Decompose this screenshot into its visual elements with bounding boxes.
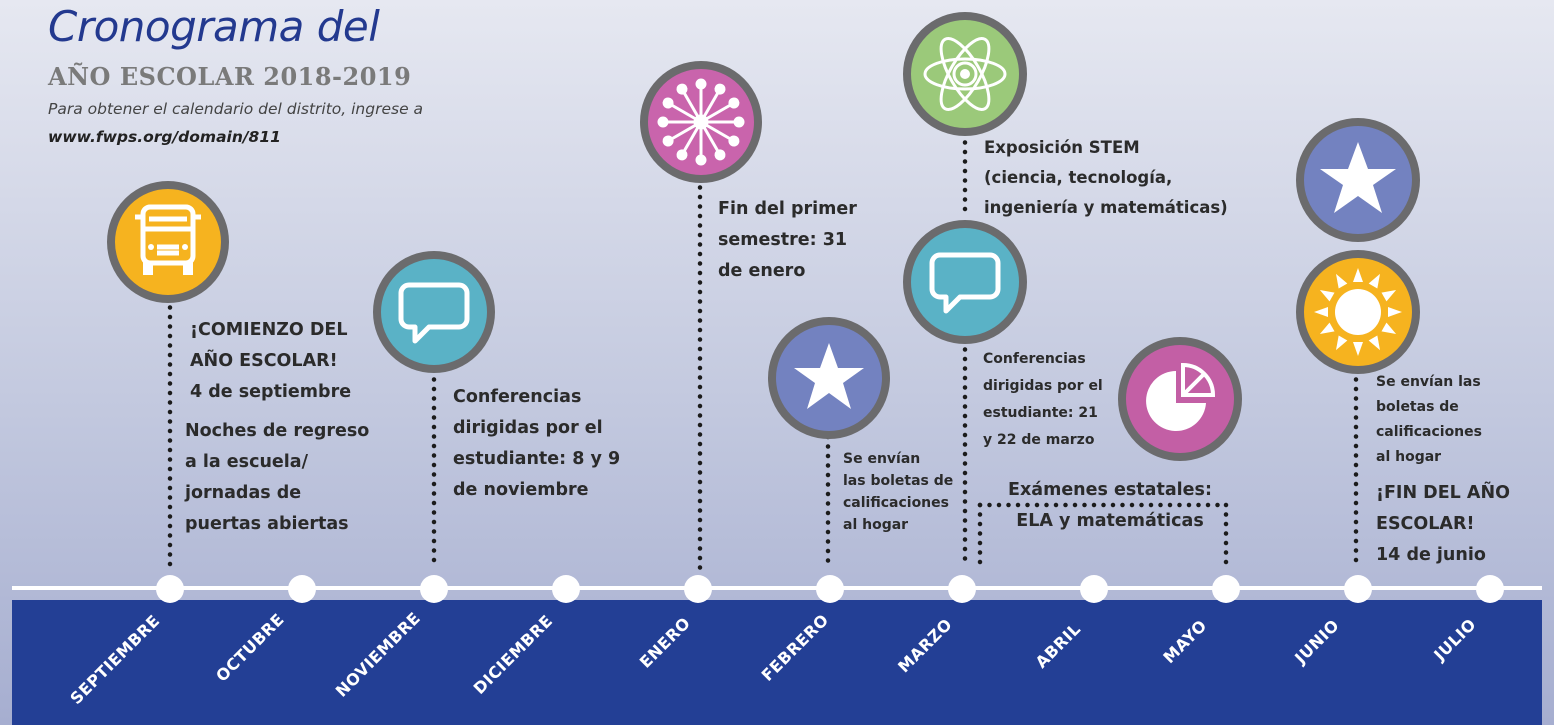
page-title: Cronograma del — [48, 2, 380, 51]
node-marzo — [948, 575, 976, 603]
node-mayo — [1212, 575, 1240, 603]
event-school-year-end: ¡FIN DEL AÑO ESCOLAR! 14 de junio — [1376, 483, 1510, 565]
event-back-to-school-nights: Noches de regreso a la escuela/ jornadas… — [185, 421, 370, 534]
node-junio — [1344, 575, 1372, 603]
node-diciembre — [552, 575, 580, 603]
node-enero — [684, 575, 712, 603]
timeline-band — [12, 600, 1542, 725]
intro-text: Para obtener el calendario del distrito,… — [48, 100, 424, 118]
page-subtitle: AÑO ESCOLAR 2018-2019 — [48, 62, 412, 91]
pie-chart-icon — [1118, 337, 1242, 461]
event-state-exams: Exámenes estatales: ELA y matemáticas — [1008, 480, 1212, 531]
chat-bubble-icon — [373, 251, 495, 373]
chat-bubble-icon — [903, 220, 1027, 344]
star-icon — [768, 317, 890, 439]
event-november-conferences: Conferencias dirigidas por el estudiante… — [453, 387, 621, 500]
event-march-conferences: Conferencias dirigidas por el estudiante… — [983, 351, 1103, 448]
node-febrero — [816, 575, 844, 603]
sun-icon — [1296, 250, 1420, 374]
event-stem-expo: Exposición STEM (ciencia, tecnología, in… — [984, 138, 1228, 217]
atom-icon — [903, 12, 1027, 136]
event-june-report-cards: Se envían las boletas de calificaciones … — [1376, 374, 1482, 465]
node-septiembre — [156, 575, 184, 603]
star-icon — [1296, 118, 1420, 242]
snowflake-icon — [640, 61, 762, 183]
node-noviembre — [420, 575, 448, 603]
event-february-report-cards: Se envían las boletas de calificaciones … — [843, 451, 954, 533]
event-first-semester-end: Fin del primer semestre: 31 de enero — [718, 199, 857, 281]
bus-icon — [107, 181, 229, 303]
node-julio — [1476, 575, 1504, 603]
timeline-line — [12, 586, 1542, 590]
event-school-start: ¡COMIENZO DEL AÑO ESCOLAR! 4 de septiemb… — [190, 320, 352, 402]
node-abril — [1080, 575, 1108, 603]
district-calendar-link[interactable]: www.fwps.org/domain/811 — [48, 128, 281, 146]
node-octubre — [288, 575, 316, 603]
